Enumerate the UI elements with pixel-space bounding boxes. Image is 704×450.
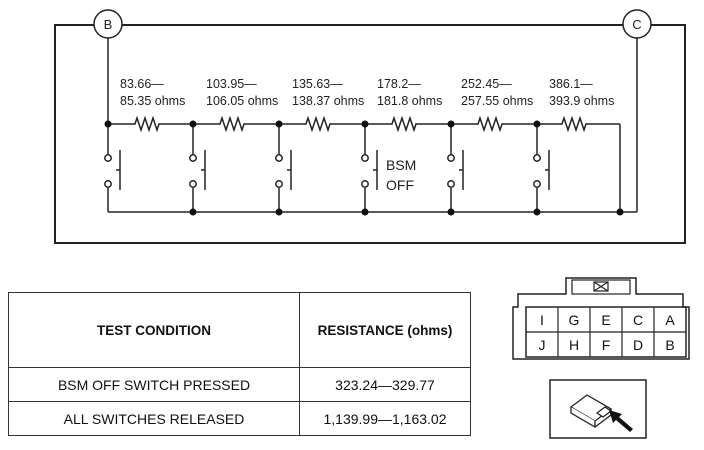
pin-label: C (633, 312, 643, 328)
resistor-4-range-top: 178.2— (377, 77, 421, 91)
pin-label: D (633, 337, 643, 353)
bsm-switch-label-line2: OFF (386, 177, 414, 193)
schematic-frame (54, 24, 686, 244)
connector-view-icon (549, 379, 647, 439)
arrow-icon (609, 410, 633, 432)
resistance-test-table: TEST CONDITION RESISTANCE (ohms) BSM OFF… (8, 292, 471, 436)
condition-cell: BSM OFF SWITCH PRESSED (8, 367, 300, 402)
resistor-1-range-top: 83.66— (120, 77, 164, 91)
pin-label: I (540, 312, 544, 328)
pin-label: F (602, 337, 611, 353)
node-b-circle (93, 9, 123, 39)
pin-label: G (569, 312, 580, 328)
table-row: ALL SWITCHES RELEASED 1,139.99—1,163.02 (8, 401, 471, 436)
resistor-5-range-bottom: 257.55 ohms (461, 94, 533, 108)
test-condition-header: TEST CONDITION (8, 292, 300, 368)
resistor-4-range-bottom: 181.8 ohms (377, 94, 442, 108)
node-c-label: C (632, 17, 641, 32)
condition-cell: ALL SWITCHES RELEASED (8, 401, 300, 436)
resistor-6-range-top: 386.1— (549, 77, 593, 91)
resistance-cell: 323.24—329.77 (299, 367, 471, 402)
pin-label: H (569, 337, 579, 353)
circuit-schematic: B C (54, 9, 686, 244)
resistor-6-range-bottom: 393.9 ohms (549, 94, 614, 108)
pin-label: A (665, 312, 675, 328)
resistor-3-range-bottom: 138.37 ohms (292, 94, 364, 108)
resistor-2-range-top: 103.95— (206, 77, 257, 91)
table-row: BSM OFF SWITCH PRESSED 323.24—329.77 (8, 367, 471, 402)
junction-dots (104, 120, 624, 216)
node-c-circle (622, 9, 652, 39)
switch-branches (104, 124, 621, 212)
connector-latch (571, 279, 631, 295)
node-b-label: B (104, 17, 113, 32)
resistor-3-range-top: 135.63— (292, 77, 343, 91)
resistor-2-range-bottom: 106.05 ohms (206, 94, 278, 108)
resistor-5-range-top: 252.45— (461, 77, 512, 91)
table-header-row: TEST CONDITION RESISTANCE (ohms) (8, 292, 471, 368)
resistance-header: RESISTANCE (ohms) (299, 292, 471, 368)
pin-label: J (539, 337, 546, 353)
bsm-switch-label-line1: BSM (386, 157, 416, 173)
pin-label: B (665, 337, 674, 353)
latch-x-icon (593, 281, 609, 292)
resistor-1-range-bottom: 85.35 ohms (120, 94, 185, 108)
pin-label: E (601, 312, 610, 328)
resistance-cell: 1,139.99—1,163.02 (299, 401, 471, 436)
connector-pinout: I G E C A J H F D B (512, 277, 690, 360)
